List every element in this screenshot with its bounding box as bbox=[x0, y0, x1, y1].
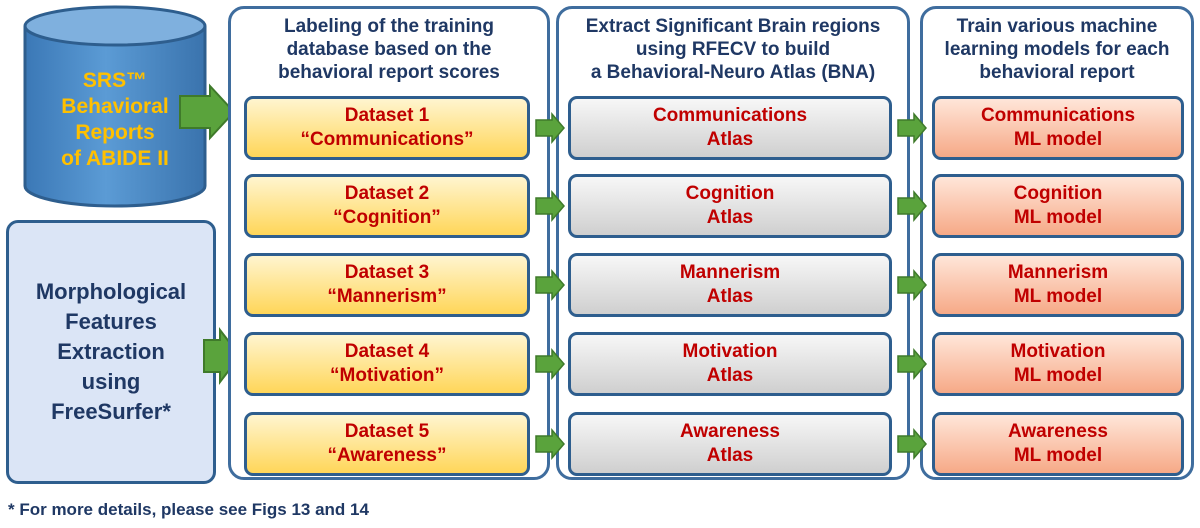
atlas-box: Mannerism Atlas bbox=[568, 253, 892, 317]
dataset-box: Dataset 5 “Awareness” bbox=[244, 412, 530, 476]
ml-model-box: Mannerism ML model bbox=[932, 253, 1184, 317]
arrow-right-icon bbox=[897, 427, 927, 461]
dataset-title: Dataset 3 bbox=[344, 262, 430, 283]
dataset-name: “Motivation” bbox=[330, 365, 444, 386]
morph-line-5: FreeSurfer* bbox=[51, 399, 171, 424]
labeling-header: Labeling of the training database based … bbox=[231, 15, 547, 84]
atlas-name: Awareness bbox=[680, 421, 780, 442]
atlas-name: Communications bbox=[652, 105, 808, 126]
database-line-4: of ABIDE II bbox=[61, 147, 169, 170]
database-line-3: Reports bbox=[75, 121, 155, 144]
morph-line-2: Features bbox=[65, 309, 157, 334]
arrow-right-icon bbox=[897, 111, 927, 145]
dataset-name: “Communications” bbox=[300, 129, 474, 150]
morphological-features-box: Morphological Features Extraction using … bbox=[6, 220, 216, 484]
model-label: ML model bbox=[1013, 129, 1103, 150]
header-line: behavioral report bbox=[979, 62, 1135, 83]
atlas-label: Atlas bbox=[706, 365, 754, 386]
atlas-label: Atlas bbox=[706, 286, 754, 307]
atlas-panel: Extract Significant Brain regions using … bbox=[556, 6, 910, 480]
model-name: Mannerism bbox=[1007, 262, 1109, 283]
dataset-title: Dataset 5 bbox=[344, 421, 430, 442]
model-label: ML model bbox=[1013, 286, 1103, 307]
arrow-right-icon bbox=[897, 189, 927, 223]
arrow-right-icon bbox=[897, 347, 927, 381]
database-label: SRS™ Behavioral Reports of ABIDE II bbox=[22, 68, 208, 172]
dataset-name: “Awareness” bbox=[327, 445, 447, 466]
model-name: Communications bbox=[980, 105, 1136, 126]
model-label: ML model bbox=[1013, 207, 1103, 228]
model-label: ML model bbox=[1013, 445, 1103, 466]
model-name: Motivation bbox=[1010, 341, 1106, 362]
dataset-box: Dataset 3 “Mannerism” bbox=[244, 253, 530, 317]
dataset-box: Dataset 1 “Communications” bbox=[244, 96, 530, 160]
header-line: behavioral report scores bbox=[278, 62, 500, 83]
arrow-right-icon bbox=[535, 268, 565, 302]
atlas-label: Atlas bbox=[706, 445, 754, 466]
header-line: Train various machine bbox=[956, 16, 1158, 37]
header-line: Labeling of the training bbox=[283, 16, 495, 37]
atlas-box: Cognition Atlas bbox=[568, 174, 892, 238]
dataset-box: Dataset 2 “Cognition” bbox=[244, 174, 530, 238]
header-line: Extract Significant Brain regions bbox=[585, 16, 881, 37]
ml-model-box: Awareness ML model bbox=[932, 412, 1184, 476]
morph-line-4: using bbox=[81, 369, 141, 394]
model-name: Awareness bbox=[1008, 421, 1108, 442]
database-line-2: Behavioral bbox=[61, 95, 169, 118]
srs-text: SRS™ bbox=[82, 69, 148, 92]
database-line-1: SRS™ bbox=[22, 68, 208, 94]
ml-panel: Train various machine learning models fo… bbox=[920, 6, 1194, 480]
arrow-right-icon bbox=[535, 347, 565, 381]
atlas-name: Motivation bbox=[682, 341, 778, 362]
header-line: a Behavioral-Neuro Atlas (BNA) bbox=[590, 62, 876, 83]
dataset-name: “Mannerism” bbox=[327, 286, 447, 307]
arrow-right-icon bbox=[535, 189, 565, 223]
dataset-title: Dataset 1 bbox=[344, 105, 430, 126]
dataset-box: Dataset 4 “Motivation” bbox=[244, 332, 530, 396]
header-line: learning models for each bbox=[944, 39, 1170, 60]
atlas-label: Atlas bbox=[706, 207, 754, 228]
atlas-box: Communications Atlas bbox=[568, 96, 892, 160]
arrow-right-icon bbox=[897, 268, 927, 302]
cylinder-icon bbox=[23, 5, 207, 208]
ml-model-box: Cognition ML model bbox=[932, 174, 1184, 238]
arrow-right-icon bbox=[179, 83, 236, 141]
header-line: database based on the bbox=[286, 39, 492, 60]
footnote: * For more details, please see Figs 13 a… bbox=[8, 500, 369, 519]
atlas-name: Cognition bbox=[685, 183, 775, 204]
header-line: using RFECV to build bbox=[635, 39, 831, 60]
arrow-right-icon bbox=[535, 427, 565, 461]
atlas-header: Extract Significant Brain regions using … bbox=[559, 15, 907, 84]
atlas-box: Motivation Atlas bbox=[568, 332, 892, 396]
labeling-panel: Labeling of the training database based … bbox=[228, 6, 550, 480]
ml-model-box: Communications ML model bbox=[932, 96, 1184, 160]
ml-model-box: Motivation ML model bbox=[932, 332, 1184, 396]
atlas-box: Awareness Atlas bbox=[568, 412, 892, 476]
atlas-name: Mannerism bbox=[679, 262, 781, 283]
morph-line-1: Morphological bbox=[35, 279, 187, 304]
morph-line-3: Extraction bbox=[57, 339, 165, 364]
model-name: Cognition bbox=[1013, 183, 1103, 204]
dataset-name: “Cognition” bbox=[333, 207, 441, 228]
model-label: ML model bbox=[1013, 365, 1103, 386]
atlas-label: Atlas bbox=[706, 129, 754, 150]
arrow-right-icon bbox=[535, 111, 565, 145]
database-cylinder: SRS™ Behavioral Reports of ABIDE II bbox=[22, 4, 208, 210]
ml-header: Train various machine learning models fo… bbox=[923, 15, 1191, 84]
dataset-title: Dataset 2 bbox=[344, 183, 430, 204]
dataset-title: Dataset 4 bbox=[344, 341, 430, 362]
